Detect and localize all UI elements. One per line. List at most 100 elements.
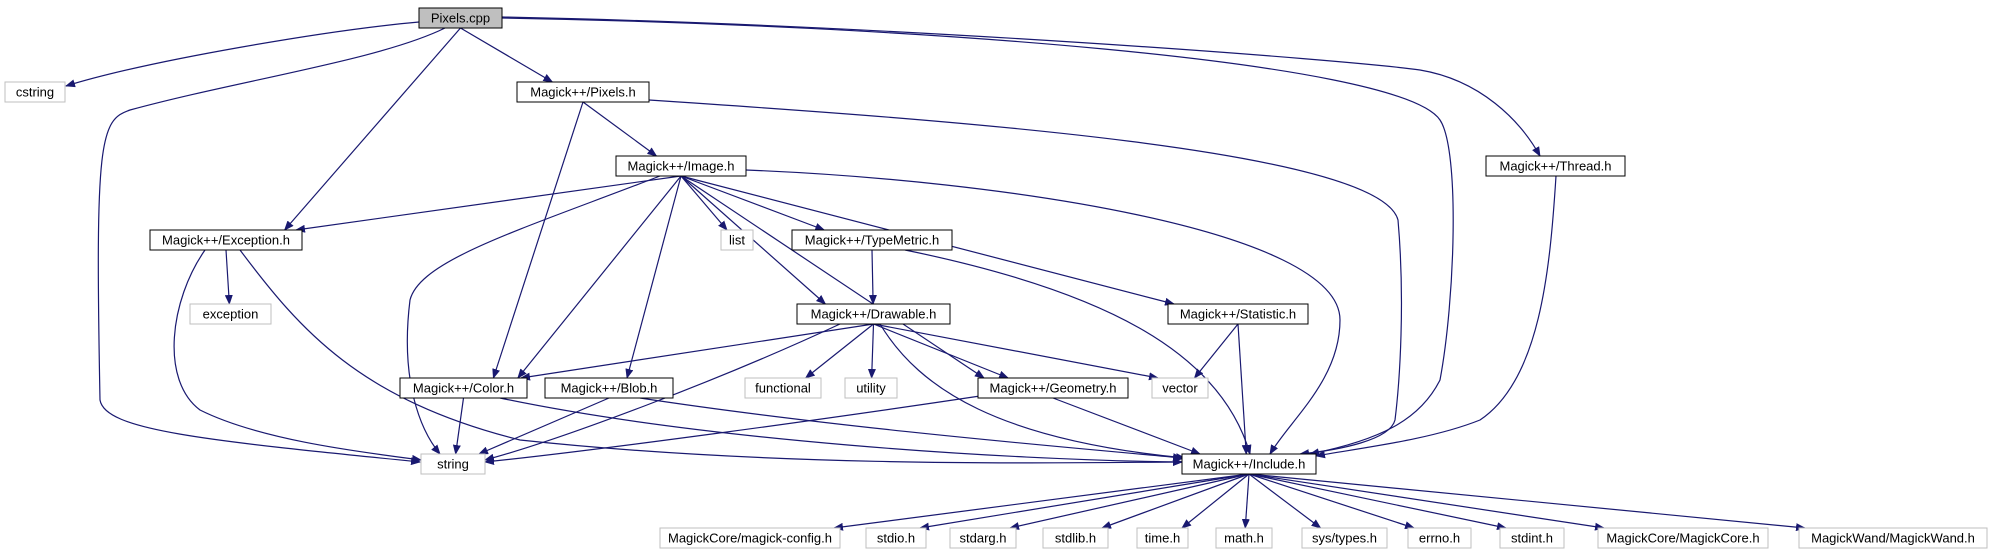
node-string: string — [420, 453, 486, 475]
edge-image_h-to-exception_h — [295, 175, 682, 233]
node-box-magickwand_h — [1798, 527, 1988, 549]
node-box-magick_config_h — [659, 527, 841, 549]
edge-drawable_h-to-color_h — [520, 323, 874, 381]
edge-drawable_h-to-vector — [873, 323, 1159, 381]
node-box-stdlib_h — [1042, 527, 1109, 549]
edge-include_h-to-stdint_h — [1248, 473, 1507, 531]
edge-pixels_h-to-color_h — [492, 101, 584, 379]
node-box-drawable_h — [796, 303, 951, 325]
edge-include_h-to-errno_h — [1248, 473, 1415, 530]
edge-blob_h-to-string — [478, 397, 610, 455]
node-label-cstring: cstring — [16, 85, 54, 100]
node-blob_h[interactable]: Magick++/Blob.h — [544, 377, 674, 399]
node-cstring: cstring — [4, 81, 66, 103]
edge-typemetric_h-to-drawable_h — [868, 249, 877, 305]
edge-image_h-to-include_h — [745, 169, 1341, 455]
edge-pixels_cpp-to-include_h — [501, 17, 1454, 457]
node-box-image_h — [615, 155, 747, 177]
node-magick_config_h: MagickCore/magick-config.h — [659, 527, 841, 549]
node-typemetric_h[interactable]: Magick++/TypeMetric.h — [791, 229, 953, 251]
node-thread_h[interactable]: Magick++/Thread.h — [1485, 155, 1626, 177]
edge-thread_h-to-include_h — [1315, 175, 1557, 459]
node-label-sys_types_h: sys/types.h — [1312, 531, 1377, 546]
node-label-vector: vector — [1162, 381, 1198, 396]
node-box-geometry_h — [977, 377, 1129, 399]
edge-image_h-to-geometry_h — [680, 175, 985, 379]
node-list: list — [720, 229, 754, 251]
node-layer: Pixels.cpp cstring Magick++/Pixels.hMagick… — [4, 7, 1988, 549]
edge-pixels_cpp-to-string — [97, 27, 446, 466]
edge-exception_h-to-string — [173, 249, 422, 463]
node-label-thread_h: Magick++/Thread.h — [1499, 159, 1611, 174]
edge-blob_h-to-include_h — [639, 397, 1183, 462]
node-label-geometry_h: Magick++/Geometry.h — [990, 381, 1117, 396]
node-label-magickcore_h: MagickCore/MagickCore.h — [1606, 531, 1759, 546]
edge-include_h-to-magickwand_h — [1248, 473, 1806, 532]
node-box-functional — [744, 377, 822, 399]
node-label-stdarg_h: stdarg.h — [960, 531, 1007, 546]
edge-typemetric_h-to-include_h — [904, 249, 1252, 455]
node-label-utility: utility — [856, 381, 886, 396]
node-box-utility — [844, 377, 898, 399]
node-magickwand_h: MagickWand/MagickWand.h — [1798, 527, 1988, 549]
node-label-image_h: Magick++/Image.h — [628, 159, 735, 174]
node-drawable_h[interactable]: Magick++/Drawable.h — [796, 303, 951, 325]
node-box-vector — [1151, 377, 1209, 399]
node-sys_types_h: sys/types.h — [1301, 527, 1388, 549]
node-stdlib_h: stdlib.h — [1042, 527, 1109, 549]
node-label-statistic_h: Magick++/Statistic.h — [1180, 307, 1296, 322]
edge-include_h-to-math_h — [1241, 473, 1250, 529]
node-exception_h[interactable]: Magick++/Exception.h — [149, 229, 303, 251]
node-color_h[interactable]: Magick++/Color.h — [399, 377, 528, 399]
node-box-blob_h — [544, 377, 674, 399]
edge-statistic_h-to-include_h — [1237, 323, 1250, 455]
edge-exception_h-to-exception — [224, 249, 233, 305]
node-label-stdint_h: stdint.h — [1511, 531, 1553, 546]
node-box-stdint_h — [1499, 527, 1565, 549]
node-box-thread_h — [1485, 155, 1626, 177]
node-box-typemetric_h — [791, 229, 953, 251]
node-box-stdio_h — [865, 527, 927, 549]
node-box-statistic_h — [1167, 303, 1309, 325]
node-stdint_h: stdint.h — [1499, 527, 1565, 549]
edge-geometry_h-to-include_h — [1052, 397, 1201, 455]
node-box-string — [420, 453, 486, 475]
edge-include_h-to-stdio_h — [919, 473, 1250, 531]
node-vector: vector — [1151, 377, 1209, 399]
edge-drawable_h-to-utility — [867, 323, 876, 379]
node-label-magickwand_h: MagickWand/MagickWand.h — [1811, 531, 1975, 546]
node-label-time_h: time.h — [1145, 531, 1180, 546]
edge-statistic_h-to-vector — [1193, 323, 1239, 379]
node-box-time_h — [1136, 527, 1189, 549]
edge-drawable_h-to-include_h — [879, 323, 1186, 462]
node-box-pixels_h — [516, 81, 650, 103]
node-label-functional: functional — [755, 381, 811, 396]
node-pixels_h[interactable]: Magick++/Pixels.h — [516, 81, 650, 103]
node-label-stdio_h: stdio.h — [877, 531, 915, 546]
edge-pixels_h-to-image_h — [582, 101, 658, 157]
node-label-drawable_h: Magick++/Drawable.h — [811, 307, 937, 322]
node-include_h[interactable]: Magick++/Include.h — [1181, 453, 1317, 475]
node-errno_h: errno.h — [1407, 527, 1472, 549]
node-image_h[interactable]: Magick++/Image.h — [615, 155, 747, 177]
node-box-stdarg_h — [949, 527, 1017, 549]
edge-pixels_cpp-to-cstring — [65, 21, 420, 88]
node-box-errno_h — [1407, 527, 1472, 549]
node-label-exception: exception — [203, 307, 259, 322]
node-box-color_h — [399, 377, 528, 399]
node-statistic_h[interactable]: Magick++/Statistic.h — [1167, 303, 1309, 325]
node-label-magick_config_h: MagickCore/magick-config.h — [668, 531, 832, 546]
edge-include_h-to-stdlib_h — [1101, 473, 1250, 529]
edge-geometry_h-to-string — [484, 395, 981, 466]
edge-include_h-to-magick_config_h — [833, 473, 1250, 531]
node-label-errno_h: errno.h — [1419, 531, 1460, 546]
edge-image_h-to-blob_h — [625, 175, 682, 379]
node-geometry_h[interactable]: Magick++/Geometry.h — [977, 377, 1129, 399]
node-box-sys_types_h — [1301, 527, 1388, 549]
edge-pixels_cpp-to-pixels_h — [460, 27, 554, 83]
edge-include_h-to-magickcore_h — [1248, 473, 1605, 531]
edge-color_h-to-string — [452, 397, 465, 455]
node-pixels_cpp[interactable]: Pixels.cpp — [418, 7, 503, 29]
edge-image_h-to-string — [406, 175, 661, 455]
edge-color_h-to-include_h — [499, 397, 1183, 466]
